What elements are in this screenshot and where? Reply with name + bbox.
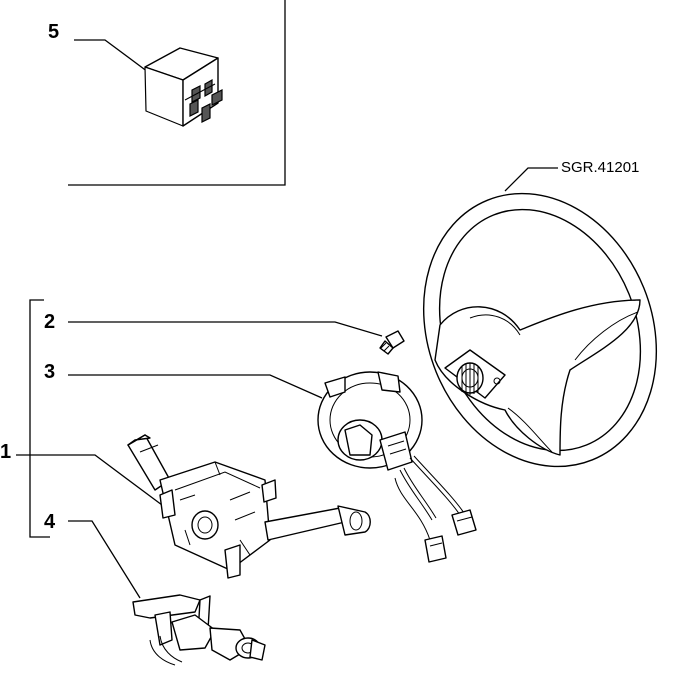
drawing-reference-code: SGR.41201: [561, 159, 639, 176]
callout-5-leader: [74, 39, 149, 73]
callout-3-leader: [68, 374, 323, 399]
callout-1-label: 1: [0, 441, 11, 463]
relay-part-5: [144, 47, 223, 127]
callout-2-leader: [68, 321, 383, 337]
group-1-bracket: [29, 299, 50, 538]
ignition-switch-part-4: [132, 594, 266, 666]
callout-5-label: 5: [48, 21, 59, 43]
stalk-switch-part-1: [127, 434, 371, 579]
screw-part-2: [379, 330, 405, 355]
relay-inset-frame: [68, 0, 286, 186]
callout-2-label: 2: [44, 311, 55, 333]
callout-3-label: 3: [44, 361, 55, 383]
steering-wheel: [422, 192, 658, 468]
reference-leader-line: [504, 167, 558, 192]
clock-spring-part-3: [317, 371, 477, 563]
callout-4-label: 4: [44, 511, 56, 533]
callout-1-leader: [16, 454, 163, 506]
callout-4-leader: [68, 520, 141, 599]
